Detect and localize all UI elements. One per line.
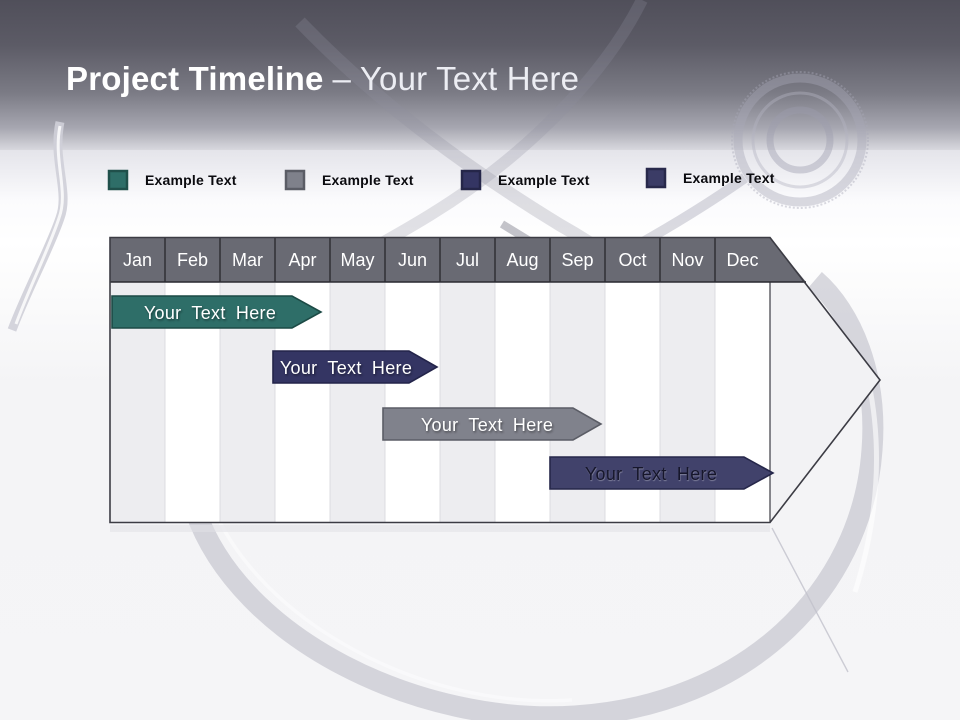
gantt-bar-4 xyxy=(549,456,775,490)
legend-color-swatch-gray xyxy=(284,169,306,191)
month-labels: Jan Feb Mar Apr May Jun Jul Aug Sep Oct … xyxy=(123,250,759,270)
legend-color-swatch-navy xyxy=(460,169,482,191)
title-regular-part: – Your Text Here xyxy=(332,60,580,97)
legend-item-1: Example Text xyxy=(107,167,237,193)
legend-label: Example Text xyxy=(145,172,237,188)
upper-background-fade xyxy=(0,150,960,242)
gantt-bar-1 xyxy=(111,295,323,329)
stethoscope-tube-highlight-2 xyxy=(210,504,573,703)
gantt-bar-label: Your Text Here xyxy=(421,415,553,435)
month-label: Jul xyxy=(456,250,479,270)
legend-label: Example Text xyxy=(683,170,775,186)
title-bold-part: Project Timeline xyxy=(66,60,324,97)
legend-item-3: Example Text xyxy=(460,167,590,193)
month-header-separators xyxy=(110,238,806,283)
month-label: Apr xyxy=(288,250,316,270)
gantt-bar-label: Your Text Here xyxy=(585,464,717,484)
header-gradient-band xyxy=(0,0,960,150)
month-label: Feb xyxy=(177,250,208,270)
timeline-arrow-outline xyxy=(109,236,882,524)
month-label: Jan xyxy=(123,250,152,270)
gantt-bar-label: Your Text Here xyxy=(144,303,276,323)
table-reflection xyxy=(110,525,770,532)
month-label: Nov xyxy=(671,250,703,270)
legend-label: Example Text xyxy=(498,172,590,188)
gantt-bar-2 xyxy=(272,350,439,384)
month-label: Jun xyxy=(398,250,427,270)
gantt-bar-3 xyxy=(382,407,603,441)
month-label: Dec xyxy=(726,250,758,270)
column-gridlines xyxy=(164,283,716,522)
month-label: May xyxy=(340,250,374,270)
legend-item-2: Example Text xyxy=(284,167,414,193)
month-label: Sep xyxy=(561,250,593,270)
stethoscope-left-tube-highlight xyxy=(14,125,64,325)
month-label: Oct xyxy=(618,250,646,270)
arrow-edge-reflection xyxy=(771,527,849,673)
month-label: Mar xyxy=(232,250,263,270)
month-label: Aug xyxy=(506,250,538,270)
legend-color-swatch-teal xyxy=(107,169,129,191)
legend-label: Example Text xyxy=(322,172,414,188)
gantt-bar-label: Your Text Here xyxy=(280,358,412,378)
gantt-bars: Your Text Here Your Text Here Your Text … xyxy=(111,295,775,490)
legend-color-swatch-darknavy xyxy=(645,167,667,189)
page-title: Project Timeline– Your Text Here xyxy=(66,60,579,98)
legend-item-4: Example Text xyxy=(645,165,775,191)
